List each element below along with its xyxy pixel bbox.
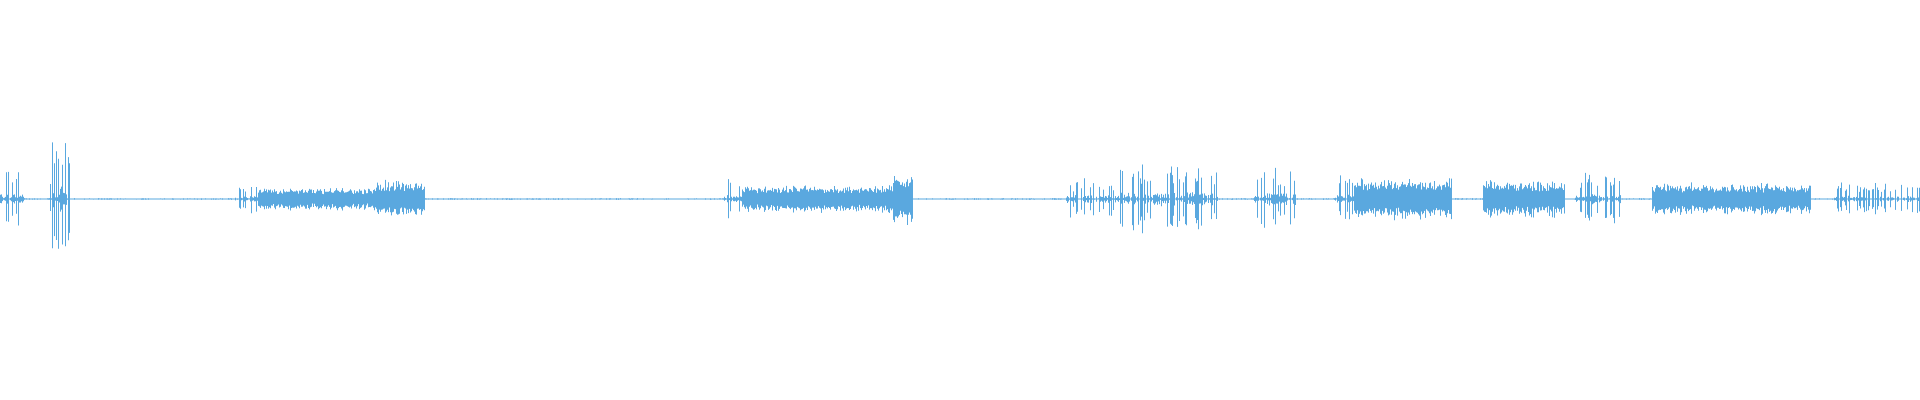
waveform-path [0,142,1920,249]
waveform-bars [0,142,1920,249]
